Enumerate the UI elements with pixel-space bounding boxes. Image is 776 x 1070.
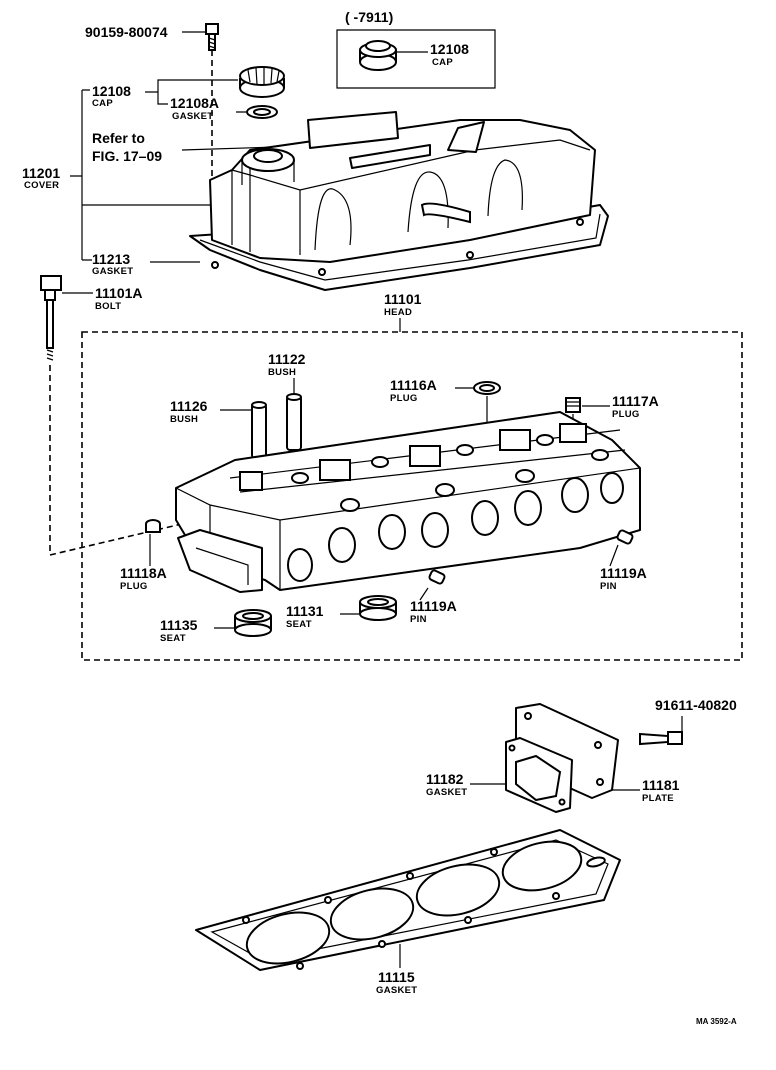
part-name-bush-a: BUSH [268,367,296,378]
part-number-plug-c: 11118A [120,565,167,581]
part-name-head-gasket: GASKET [376,985,417,996]
bolt-top: 90159-80074 [85,23,219,240]
part-number-seat-a: 11135 [160,617,198,633]
part-number-head-bolt: 11101A [95,285,143,301]
part-number-cap-gasket: 12108A [170,95,219,111]
part-number-head-gasket: 11115 [378,969,415,985]
part-name-pin-b: PIN [410,614,427,625]
part-number-pin-a: 11119A [600,565,647,581]
part-name-cap: CAP [92,98,113,109]
part-name-seat-a: SEAT [160,633,186,644]
cap-inset-box: ( -7911) 12108 CAP [336,9,496,89]
part-name-pin-a: PIN [600,581,617,592]
part-number-plate: 11181 [642,777,680,793]
part-number-bush-a: 11122 [268,351,306,367]
part-number-cover-gasket: 11213 [92,251,130,267]
part-number-bush-b: 11126 [170,398,208,414]
rear-plate-group: 91611-40820 11182 GASKET 11181 PLATE [426,697,737,813]
oil-filler-cap [239,66,285,119]
head-bolt: 11101A BOLT [40,275,191,556]
refer-to-line1: Refer to [92,130,145,146]
bushes: 11122 BUSH 11126 BUSH [170,351,306,459]
part-name-head: HEAD [384,307,412,318]
part-number-bolt-top: 90159-80074 [85,24,168,40]
part-number-pin-b: 11119A [410,598,457,614]
part-name-plug-b: PLUG [612,409,640,420]
part-number-plug-a: 11116A [390,377,437,393]
plugs-top: 11116A PLUG 11117A PLUG [390,377,659,432]
part-name-plate-gasket: GASKET [426,787,467,798]
cylinder-head [175,411,641,593]
part-number-head: 11101 [384,291,422,307]
part-number-cap: 12108 [92,83,131,99]
small-parts: 11118A PLUG 11119A PIN 11119A PIN 11135 … [120,519,647,644]
part-name-seat-b: SEAT [286,619,312,630]
part-name-cover-gasket: GASKET [92,266,133,277]
part-name-plate: PLATE [642,793,674,804]
valve-cover [189,111,609,291]
part-name-cover: COVER [24,180,59,191]
part-number-cover: 11201 [22,165,60,181]
part-name-plug-a: PLUG [390,393,418,404]
refer-to-line2: FIG. 17–09 [92,148,162,164]
part-number-plate-bolt: 91611-40820 [655,697,737,713]
diagram-code: MA 3592-A [696,1017,737,1026]
range-note: ( -7911) [345,9,393,25]
cover-group-labels: 12108 CAP 12108A GASKET Refer to FIG. 17… [22,79,309,277]
part-name-plug-c: PLUG [120,581,148,592]
part-name-cap-gasket: GASKET [172,111,213,122]
part-name-bush-b: BUSH [170,414,198,425]
part-name-head-bolt: BOLT [95,301,121,312]
part-number-cap-inset: 12108 [430,41,469,57]
part-number-plug-b: 11117A [612,393,659,409]
head-group: 11101 HEAD [81,291,743,661]
head-gasket: 11115 GASKET [195,829,621,996]
part-name-cap-inset: CAP [432,57,453,68]
part-number-seat-b: 11131 [286,603,324,619]
part-number-plate-gasket: 11182 [426,771,464,787]
